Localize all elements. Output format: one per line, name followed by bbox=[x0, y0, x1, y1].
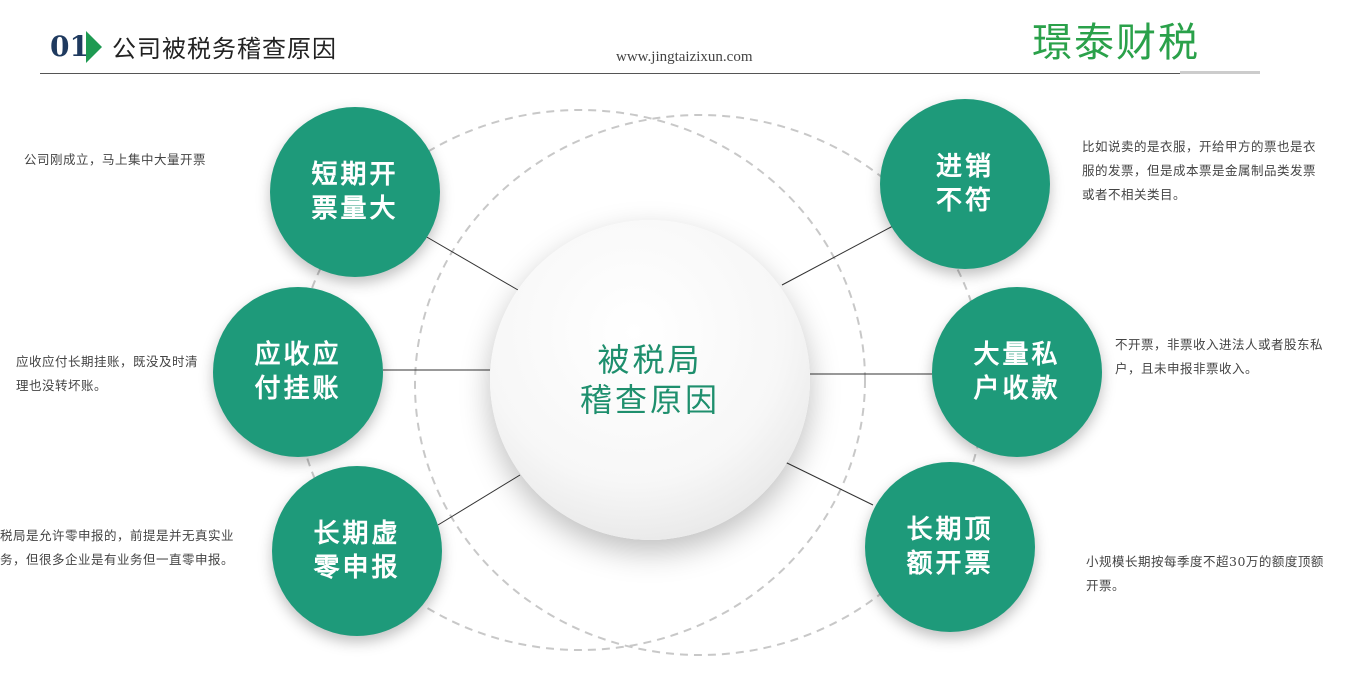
node-description: 税局是允许零申报的，前提是并无真实业务，但很多企业是有业务但一直零申报。 bbox=[0, 528, 235, 567]
node-label: 进销 不符 bbox=[935, 152, 994, 216]
node-receivables-payables: 应收应 付挂账 bbox=[213, 287, 383, 457]
connector-line-4 bbox=[781, 225, 894, 286]
node-label: 短期开 票量大 bbox=[311, 160, 399, 224]
connector-line-6 bbox=[784, 461, 874, 506]
node-label: 大量私 户收款 bbox=[973, 340, 1061, 404]
node-label: 长期虚 零申报 bbox=[313, 519, 401, 583]
center-label: 被税局 稽查原因 bbox=[579, 341, 720, 419]
node-short-term-invoicing: 短期开 票量大 bbox=[270, 107, 440, 277]
node-label: 长期顶 额开票 bbox=[906, 515, 994, 579]
page-title: 公司被税务稽查原因 bbox=[112, 35, 337, 63]
node-description: 小规模长期按每季度不超30万的额度顶额开票。 bbox=[1086, 554, 1324, 593]
arrow-right-icon bbox=[86, 31, 102, 63]
connector-line-1 bbox=[424, 235, 519, 291]
connector-line-3 bbox=[437, 474, 521, 526]
brand-underline bbox=[1180, 71, 1260, 74]
node-zero-declaration: 长期虚 零申报 bbox=[272, 466, 442, 636]
node-private-account: 大量私 户收款 bbox=[932, 287, 1102, 457]
header-divider bbox=[40, 73, 1260, 74]
site-url: www.jingtaizixun.com bbox=[616, 49, 753, 65]
node-description: 应收应付长期挂账，既没及时清理也没转坏账。 bbox=[16, 354, 199, 393]
center-circle: 被税局 稽查原因 bbox=[490, 220, 810, 540]
node-label: 应收应 付挂账 bbox=[254, 340, 342, 404]
node-purchase-sales-mismatch: 进销 不符 bbox=[880, 99, 1050, 269]
node-description: 不开票，非票收入进法人或者股东私户，且未申报非票收入。 bbox=[1115, 337, 1324, 376]
section-number: 01 bbox=[50, 30, 89, 63]
node-quota-invoicing: 长期顶 额开票 bbox=[865, 462, 1035, 632]
brand-logo: 璟泰财税 bbox=[1032, 20, 1200, 66]
node-description: 公司刚成立，马上集中大量开票 bbox=[24, 152, 207, 167]
node-description: 比如说卖的是衣服，开给甲方的票也是衣服的发票，但是成本票是金属制品类发票或者不相… bbox=[1082, 139, 1317, 202]
